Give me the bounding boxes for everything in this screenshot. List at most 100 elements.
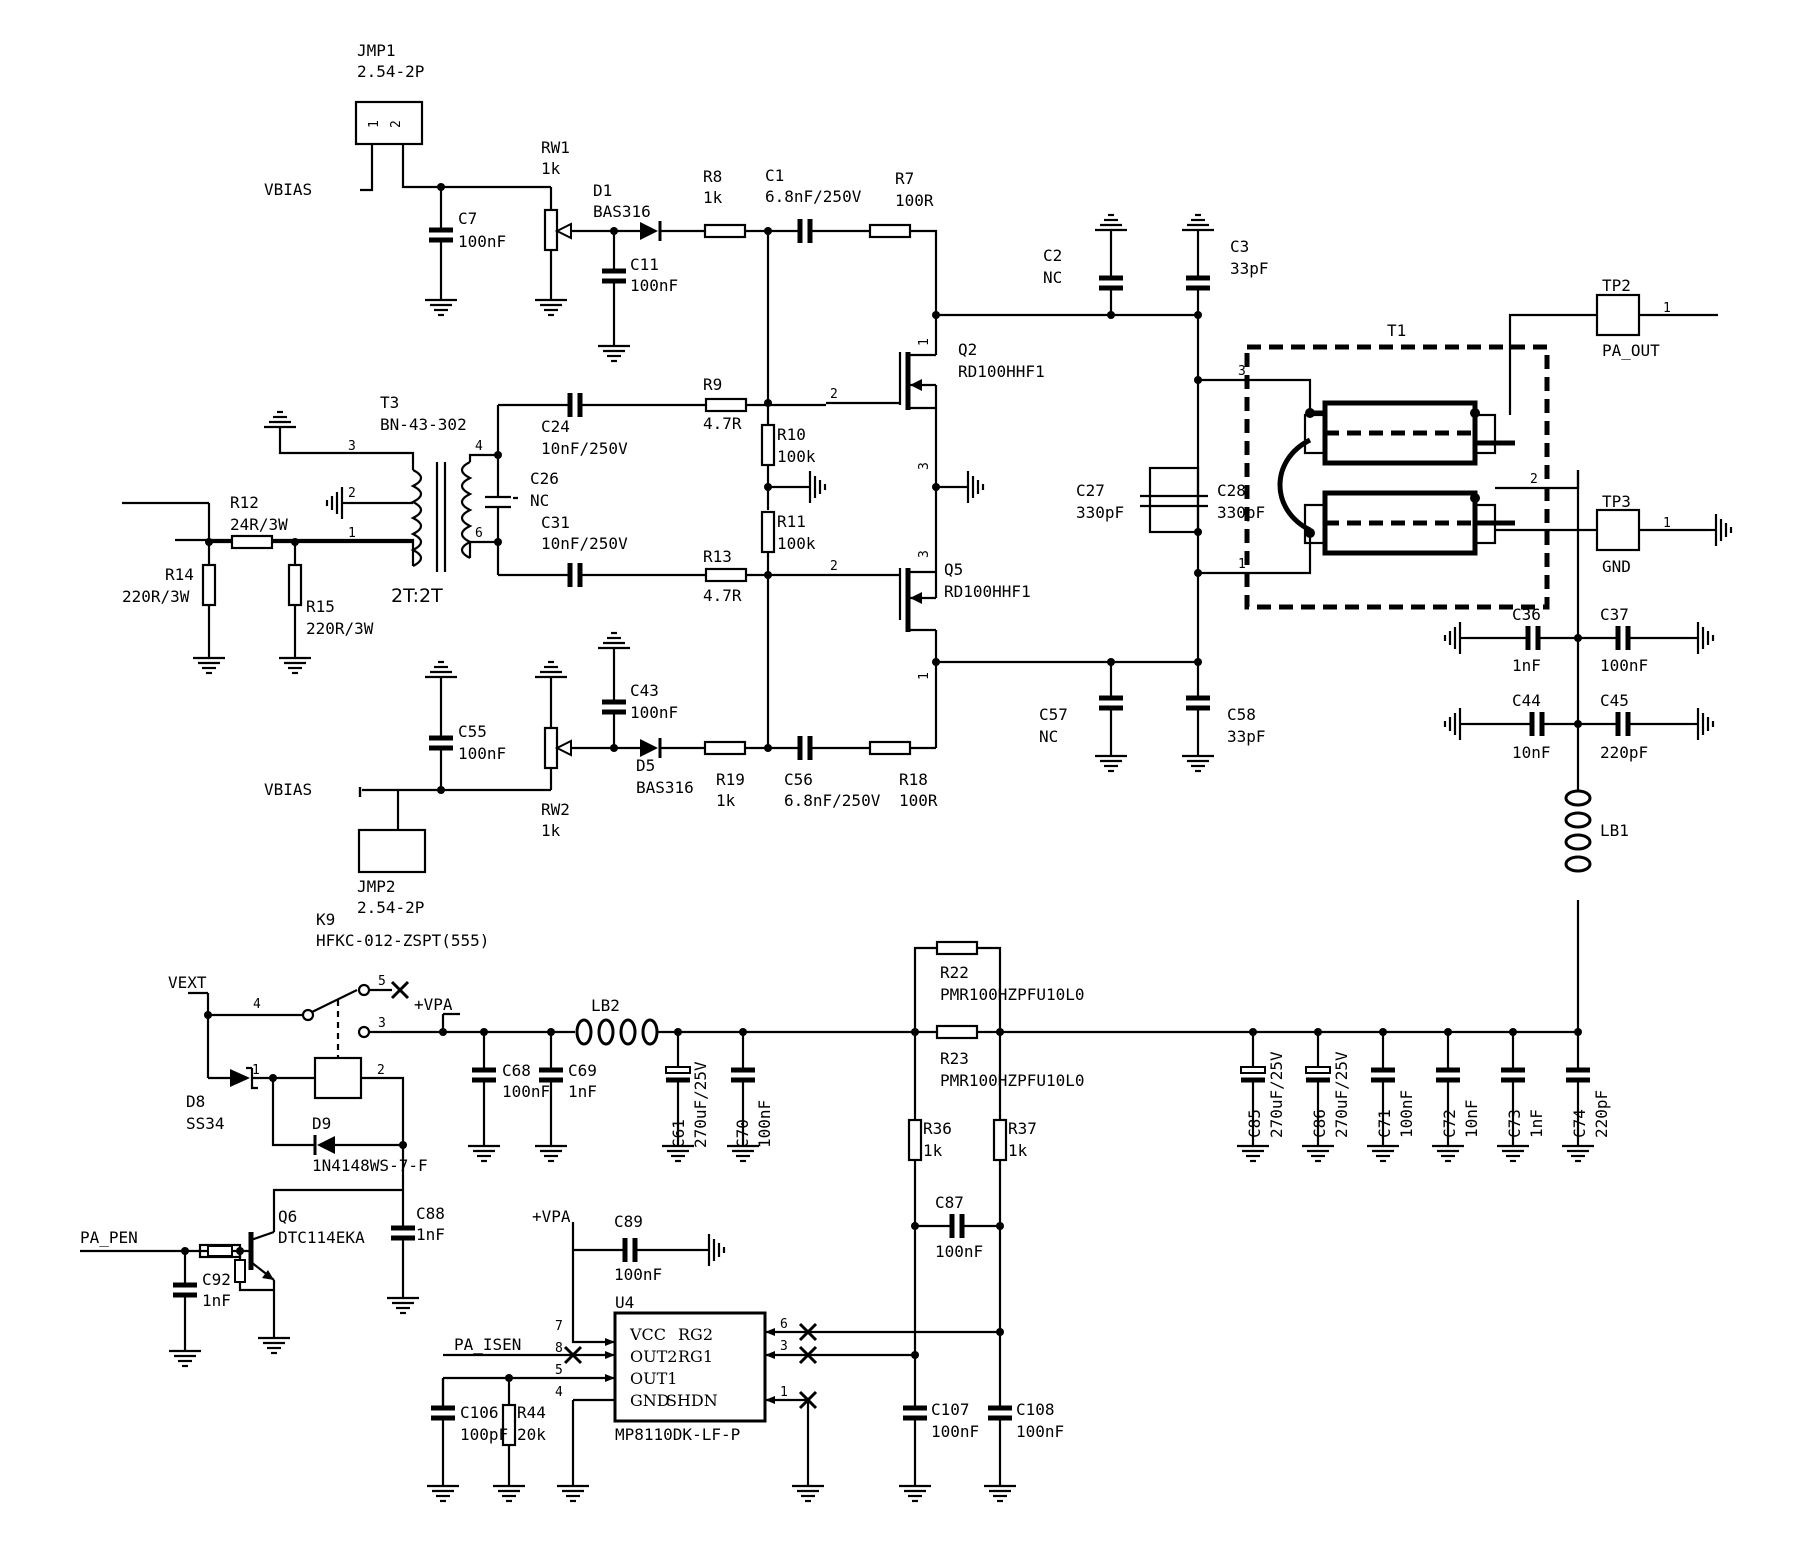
- r11-ref: R11: [777, 512, 806, 531]
- svg-text:7: 7: [555, 1319, 563, 1334]
- c27-val: 330pF: [1076, 503, 1124, 522]
- svg-text:2: 2: [389, 120, 404, 128]
- lb1-ref: LB1: [1600, 821, 1629, 840]
- q2-val: RD100HHF1: [958, 362, 1045, 381]
- c55-ref: C55: [458, 722, 487, 741]
- r8-val: 1k: [703, 188, 723, 207]
- r12-val: 24R/3W: [230, 515, 288, 534]
- q6-val: DTC114EKA: [278, 1228, 365, 1247]
- c107-ref: C107: [931, 1400, 970, 1419]
- t3-transformer: [175, 410, 498, 572]
- c61-ref: C61: [669, 1119, 688, 1148]
- svg-text:1: 1: [348, 526, 356, 541]
- r12-ref: R12: [230, 493, 259, 512]
- d1-ref: D1: [593, 181, 612, 200]
- c108-val: 100nF: [1016, 1422, 1064, 1441]
- pin-numbers: 1 2 3 3 2 1 3 2 1 4 6 3 1 2 4 5 3 1 2 7 …: [252, 338, 1538, 1400]
- c70-val: 100nF: [755, 1100, 774, 1148]
- c55-val: 100nF: [458, 744, 506, 763]
- r14-ref: R14: [165, 565, 194, 584]
- c28-val: 330pF: [1217, 503, 1265, 522]
- u4-pin-out1: OUT1: [630, 1369, 677, 1388]
- svg-text:1: 1: [917, 338, 932, 346]
- r22-ref: R22: [940, 963, 969, 982]
- c68-ref: C68: [502, 1061, 531, 1080]
- tp2-testpoint: [1595, 293, 1641, 337]
- c73-ref: C73: [1505, 1109, 1524, 1138]
- c26-ref: C26: [530, 469, 559, 488]
- tp3-testpoint: [1595, 508, 1641, 552]
- k9-relay-coil: [313, 1056, 363, 1100]
- c7-ref: C7: [458, 209, 477, 228]
- svg-text:1: 1: [367, 120, 382, 128]
- c85-ref: C85: [1245, 1109, 1264, 1138]
- u4-pin-rg2: RG2: [678, 1325, 713, 1344]
- c11-ref: C11: [630, 255, 659, 274]
- q2-ref: Q2: [958, 340, 977, 359]
- pa-isen-label: PA_ISEN: [454, 1335, 521, 1354]
- r15-ref: R15: [306, 597, 335, 616]
- c1-ref: C1: [765, 166, 784, 185]
- c56-ref: C56: [784, 770, 813, 789]
- k9-ref: K9: [316, 910, 335, 929]
- c56-val: 6.8nF/250V: [784, 791, 881, 810]
- t3-ref: T3: [380, 393, 399, 412]
- jmp1-val: 2.54-2P: [357, 62, 424, 81]
- jmp1-header: 1 2: [354, 100, 424, 146]
- r23-ref: R23: [940, 1049, 969, 1068]
- svg-text:6: 6: [780, 1317, 788, 1332]
- d5-val: BAS316: [636, 778, 694, 797]
- r9-ref: R9: [703, 375, 722, 394]
- c92-val: 1nF: [202, 1291, 231, 1310]
- c28-ref: C28: [1217, 481, 1246, 500]
- d8-ref: D8: [186, 1092, 205, 1111]
- svg-text:4: 4: [555, 1385, 563, 1400]
- tp2-ref: TP2: [1602, 276, 1631, 295]
- c36-val: 1nF: [1512, 656, 1541, 675]
- vext-label: VEXT: [168, 973, 207, 992]
- svg-text:2: 2: [377, 1063, 385, 1078]
- svg-text:5: 5: [555, 1363, 563, 1378]
- c106-ref: C106: [460, 1403, 499, 1422]
- r15-val: 220R/3W: [306, 619, 374, 638]
- c69-val: 1nF: [568, 1082, 597, 1101]
- r18-ref: R18: [899, 770, 928, 789]
- c88-ref: C88: [416, 1204, 445, 1223]
- c68-val: 100nF: [502, 1082, 550, 1101]
- r36-val: 1k: [923, 1141, 943, 1160]
- u4-pin-gnd: GND: [630, 1391, 670, 1410]
- c3-ref: C3: [1230, 237, 1249, 256]
- tp3-ref: TP3: [1602, 492, 1631, 511]
- jmp2-val: 2.54-2P: [357, 898, 424, 917]
- c85-val: 270uF/25V: [1267, 1051, 1286, 1138]
- r11-val: 100k: [777, 534, 816, 553]
- tp3-val: GND: [1602, 557, 1631, 576]
- u4-pin-out2: OUT2: [630, 1347, 677, 1366]
- r36-ref: R36: [923, 1119, 952, 1138]
- c45-val: 220pF: [1600, 743, 1648, 762]
- lb1-ferrite: [1564, 789, 1592, 900]
- svg-text:1: 1: [780, 1385, 788, 1400]
- vbias-top: VBIAS: [264, 180, 312, 199]
- c31-val: 10nF/250V: [541, 534, 628, 553]
- c89-ref: C89: [614, 1212, 643, 1231]
- svg-text:3: 3: [780, 1339, 788, 1354]
- c26-val: NC: [530, 491, 549, 510]
- c37-val: 100nF: [1600, 656, 1648, 675]
- svg-text:1: 1: [1238, 557, 1246, 572]
- c107-val: 100nF: [931, 1422, 979, 1441]
- c86-val: 270uF/25V: [1332, 1051, 1351, 1138]
- c36-ref: C36: [1512, 605, 1541, 624]
- jmp2-ref: JMP2: [357, 877, 396, 896]
- r8-ref: R8: [703, 167, 722, 186]
- tp2-pin: 1: [1663, 301, 1671, 316]
- c71-val: 100nF: [1397, 1090, 1416, 1138]
- rw2-ref: RW2: [541, 800, 570, 819]
- r14-val: 220R/3W: [122, 587, 190, 606]
- r19-ref: R19: [716, 770, 745, 789]
- rw2-val: 1k: [541, 821, 561, 840]
- r44-ref: R44: [517, 1403, 546, 1422]
- k9-val: HFKC-012-ZSPT(555): [316, 931, 489, 950]
- tp3-pin: 1: [1663, 516, 1671, 531]
